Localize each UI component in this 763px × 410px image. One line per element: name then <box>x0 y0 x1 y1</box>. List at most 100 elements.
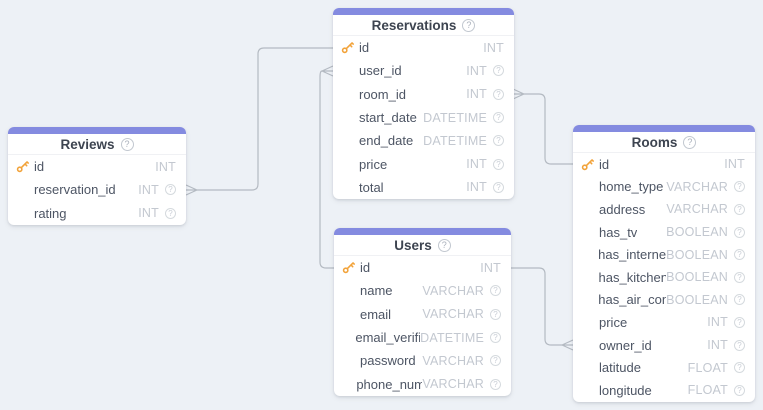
column-row[interactable]: user_id INT ? <box>333 59 514 82</box>
nullable-help-icon[interactable]: ? <box>734 294 745 306</box>
column-row[interactable]: password VARCHAR ? <box>334 349 511 372</box>
column-row[interactable]: email_verified_ DATETIME ? <box>334 326 511 349</box>
column-row[interactable]: price INT ? <box>573 311 755 334</box>
help-icon[interactable]: ? <box>120 137 134 151</box>
table-accent-bar <box>8 127 186 134</box>
primary-key-icon <box>16 160 34 173</box>
column-row[interactable]: address VARCHAR ? <box>573 198 755 221</box>
nullable-help-icon[interactable]: ? <box>493 88 504 100</box>
relationship-line-users-rooms[interactable] <box>511 267 574 351</box>
column-row[interactable]: start_date DATETIME ? <box>333 106 514 129</box>
relationship-line-reservations-users[interactable] <box>319 65 334 269</box>
column-row[interactable]: name VARCHAR ? <box>334 279 511 302</box>
column-type: INT <box>480 260 501 275</box>
nullable-help-icon[interactable]: ? <box>734 271 745 283</box>
table-reviews[interactable]: Reviews ? id INT reservation_id INT ? ra… <box>8 127 186 225</box>
column-name: password <box>360 353 416 369</box>
nullable-help-icon[interactable]: ? <box>493 112 504 124</box>
table-title[interactable]: Reservations ? <box>333 15 514 36</box>
column-row[interactable]: phone_numbe VARCHAR ? <box>334 372 511 395</box>
relationship-line-reviews-reservations[interactable] <box>185 47 333 196</box>
column-row[interactable]: room_id INT ? <box>333 83 514 106</box>
nullable-help-icon[interactable]: ? <box>734 384 745 396</box>
column-row[interactable]: has_kitchen BOOLEAN ? <box>573 266 755 289</box>
column-name: longitude <box>599 382 652 398</box>
column-type: VARCHAR <box>422 283 484 298</box>
column-name: id <box>360 260 371 276</box>
nullable-help-icon[interactable]: ? <box>490 355 501 367</box>
column-type: INT <box>138 182 159 197</box>
table-title[interactable]: Reviews ? <box>8 134 186 155</box>
nullable-help-icon[interactable]: ? <box>734 339 745 351</box>
column-row[interactable]: has_internet BOOLEAN ? <box>573 243 755 266</box>
column-type: INT <box>724 157 745 172</box>
column-type: BOOLEAN <box>666 292 728 307</box>
table-accent-bar <box>333 8 514 15</box>
column-type: BOOLEAN <box>666 270 728 285</box>
column-row[interactable]: latitude FLOAT ? <box>573 356 755 379</box>
column-row[interactable]: reservation_id INT ? <box>8 178 186 201</box>
column-row[interactable]: id INT <box>8 155 186 178</box>
column-row[interactable]: end_date DATETIME ? <box>333 129 514 152</box>
nullable-help-icon[interactable]: ? <box>493 135 504 147</box>
nullable-help-icon[interactable]: ? <box>493 181 504 193</box>
table-title-label: Reservations <box>371 17 457 33</box>
column-name: total <box>359 179 384 195</box>
column-type: FLOAT <box>687 383 728 398</box>
nullable-help-icon[interactable]: ? <box>734 181 745 193</box>
column-row[interactable]: total INT ? <box>333 176 514 199</box>
column-row[interactable]: price INT ? <box>333 152 514 175</box>
crow-foot-icon <box>561 339 574 351</box>
column-type: INT <box>466 87 487 102</box>
nullable-help-icon[interactable]: ? <box>734 362 745 374</box>
nullable-help-icon[interactable]: ? <box>734 316 745 328</box>
column-name: price <box>599 314 628 330</box>
column-name: email <box>360 306 392 322</box>
column-row[interactable]: has_tv BOOLEAN ? <box>573 221 755 244</box>
column-type: INT <box>707 338 728 353</box>
column-row[interactable]: has_air_con BOOLEAN ? <box>573 289 755 312</box>
table-reservations[interactable]: Reservations ? id INT user_id INT ? room… <box>333 8 514 200</box>
nullable-help-icon[interactable]: ? <box>490 332 501 344</box>
column-row[interactable]: id INT <box>334 256 511 279</box>
nullable-help-icon[interactable]: ? <box>734 226 745 238</box>
nullable-help-icon[interactable]: ? <box>734 203 745 215</box>
column-row[interactable]: longitude FLOAT ? <box>573 379 755 402</box>
column-type: FLOAT <box>687 360 728 375</box>
column-name: address <box>599 201 646 217</box>
column-type: BOOLEAN <box>666 225 728 240</box>
crow-foot-icon <box>512 88 525 100</box>
column-type: VARCHAR <box>422 377 484 392</box>
help-icon[interactable]: ? <box>683 135 697 149</box>
column-type: DATETIME <box>423 133 487 148</box>
column-row[interactable]: rating INT ? <box>8 202 186 225</box>
nullable-help-icon[interactable]: ? <box>493 65 504 77</box>
nullable-help-icon[interactable]: ? <box>490 308 501 320</box>
nullable-help-icon[interactable]: ? <box>493 158 504 170</box>
column-name: latitude <box>599 360 641 376</box>
table-accent-bar <box>573 125 755 132</box>
table-title-label: Rooms <box>631 134 678 150</box>
nullable-help-icon[interactable]: ? <box>490 285 501 297</box>
column-name: phone_numbe <box>356 376 423 392</box>
table-title[interactable]: Rooms ? <box>573 132 755 153</box>
column-name: has_internet <box>598 247 667 263</box>
table-users[interactable]: Users ? id INT name VARCHAR ? email VARC… <box>334 228 511 396</box>
help-icon[interactable]: ? <box>462 18 476 32</box>
table-rooms[interactable]: Rooms ? id INT home_type VARCHAR ? addre… <box>573 125 755 402</box>
column-name: id <box>599 156 610 172</box>
nullable-help-icon[interactable]: ? <box>165 184 176 196</box>
primary-key-icon <box>581 158 599 171</box>
column-row[interactable]: owner_id INT ? <box>573 334 755 357</box>
column-row[interactable]: id INT <box>333 36 514 59</box>
nullable-help-icon[interactable]: ? <box>165 207 176 219</box>
column-row[interactable]: home_type VARCHAR ? <box>573 176 755 199</box>
relationship-line-reservations-rooms[interactable] <box>512 88 573 165</box>
column-row[interactable]: id INT <box>573 153 755 176</box>
table-title[interactable]: Users ? <box>334 235 511 256</box>
column-row[interactable]: email VARCHAR ? <box>334 303 511 326</box>
nullable-help-icon[interactable]: ? <box>734 249 745 261</box>
help-icon[interactable]: ? <box>437 238 451 252</box>
nullable-help-icon[interactable]: ? <box>490 378 501 390</box>
